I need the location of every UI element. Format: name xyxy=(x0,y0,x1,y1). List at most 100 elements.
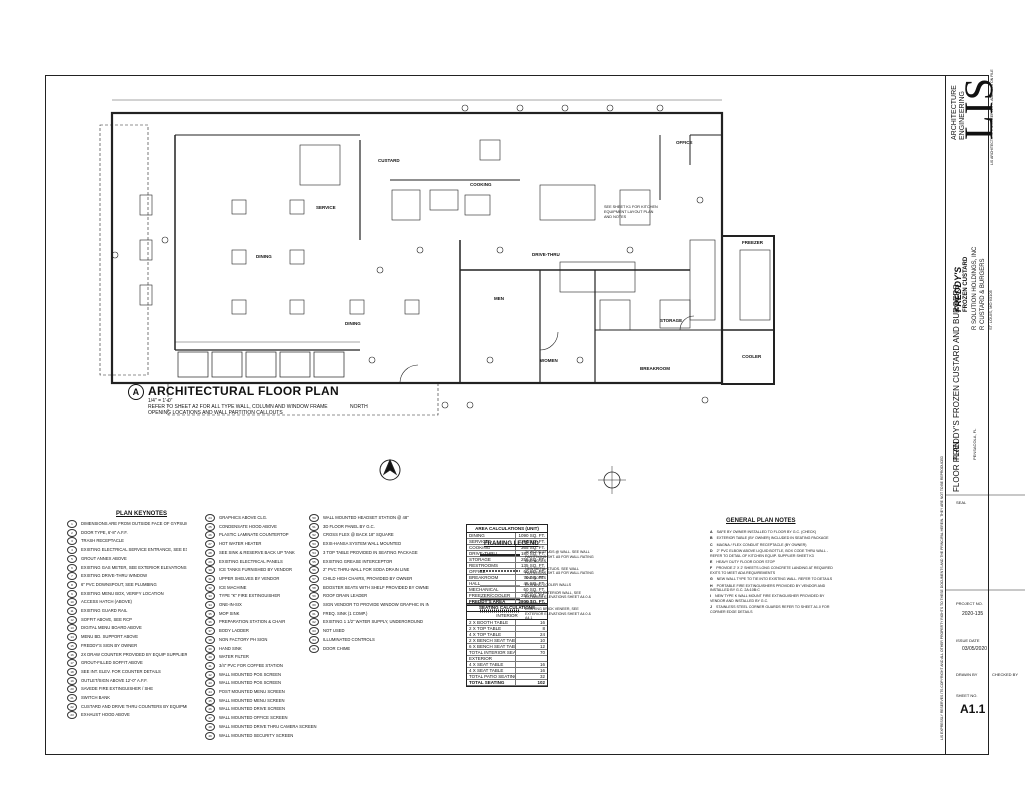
table-total-label: FREDDY'S AREA xyxy=(469,599,506,604)
keynote-item: 35 MOP SINK xyxy=(205,609,325,619)
table-cell-label: DRIVE-THRU xyxy=(469,551,497,556)
general-note-text: SAFE BY OWNER INSTALLED TO FLOOR BY G.C.… xyxy=(716,530,817,534)
general-note-text: EXTERIOR TABLE (BY OWNER) INCLUDED IN SE… xyxy=(716,536,829,541)
keynote-item: 30 ICE TANKS FURNISHED BY VENDOR xyxy=(205,566,325,575)
keynote-number: 63 xyxy=(309,627,319,636)
keynote-number: 4 xyxy=(67,546,77,555)
keynote-text: CUSTARD AND DRIVE THRU COUNTERS BY EQUIP… xyxy=(81,703,187,709)
project-no: 2020-135 xyxy=(962,611,984,617)
keynote-number: 30 xyxy=(205,566,215,575)
table-cell-value: 16 xyxy=(514,668,547,673)
table-cell-value: 365 SQ. FT. xyxy=(514,545,547,550)
general-note-letter: C xyxy=(710,542,713,547)
table-cell-label: TOTAL INTERIOR SEATS xyxy=(469,650,515,655)
project-no-label: PROJECT NO. xyxy=(956,601,983,606)
firm-address: LIS ARCHITECTURE ENGINEERING — ADDRESS O… xyxy=(990,69,994,165)
keynote-number: 60 xyxy=(309,601,319,610)
keynote-text: EXIS-HANSA SYSTEM WALL MOUNTED xyxy=(323,541,402,547)
keynote-number: 27 xyxy=(205,540,215,549)
general-note-text: PORTABLE FIRE EXTINGUISHERS PROVIDED BY … xyxy=(710,583,826,593)
keynote-number: 35 xyxy=(205,609,215,618)
keynote-number: 38 xyxy=(205,635,215,644)
keynote-text: DOOR CHIME xyxy=(323,645,351,651)
keynote-text: 2X DRAW COUNTER PROVIDED BY EQUIP SUPPLI… xyxy=(81,651,187,657)
table-cell-value: 180 SQ. FT. xyxy=(514,551,547,556)
table-cell-label: 2 X BENCH SEAT TABLE xyxy=(469,638,515,643)
room-label-dining: DINING xyxy=(256,254,272,259)
table-row: DRIVE-THRU 180 SQ. FT. xyxy=(467,551,547,557)
keynote-text: EXISTING MENU BOX, VERIFY LOCATION xyxy=(81,590,164,596)
issue-date: 03/05/2020 xyxy=(962,646,988,652)
keynote-number: 11 xyxy=(67,607,77,616)
general-note-letter: A xyxy=(710,530,713,534)
table-cell-value: 255 SQ. FT. xyxy=(514,557,547,562)
keynote-text: WALL MOUNTED DRIVE SCREEN xyxy=(219,706,285,712)
north-label: NORTH xyxy=(350,404,368,410)
keynote-number: 20 xyxy=(67,685,77,694)
table-cell-value: 250 SQ. FT. xyxy=(514,593,547,598)
keynotes-heading: PLAN KEYNOTES xyxy=(116,511,168,517)
framing-legend-item: EXISTING EXTERIOR WALL, SEE EXTERIOR ELE… xyxy=(525,590,591,604)
keynote-text: EXISTING ELECTRICAL PANELS xyxy=(219,558,283,564)
keynote-text: GRAPHICS ABOVE CLG. xyxy=(219,515,268,521)
keynote-text: 6" PVC DOWNSPOUT, SEE PLUMBING xyxy=(81,582,157,588)
room-label-women: WOMEN xyxy=(540,358,558,363)
client-name: R SOLUTION HOLDINGS, INC xyxy=(972,246,978,330)
keynote-text: OUTLET/SIGN ABOVE 12'-0" A.F.F. xyxy=(81,677,148,683)
keynote-number: 48 xyxy=(205,722,215,731)
seating-calculations-table: SEATING CALCULATIONS INTERIOR 2 X BOOTH … xyxy=(466,603,548,687)
building-outline xyxy=(110,111,724,385)
table-cell-label: MECHANICAL xyxy=(469,587,499,592)
keynote-text: WALL MOUNTED HEADSET STATION @ 48" xyxy=(323,515,409,521)
keynote-number: 32 xyxy=(205,583,215,592)
keynote-text: ICE MACHINE xyxy=(219,584,247,590)
keynote-number: 22 xyxy=(67,702,77,711)
table-cell-value: 12 xyxy=(514,644,547,649)
keynote-text: NON FACTORY PH SIGN xyxy=(219,636,268,642)
table-row: 2 X BENCH SEAT TABLE10 xyxy=(467,638,547,644)
framing-legend-item: NEW METAL STUDS. SEE WALL PARTITIONS SHT… xyxy=(525,566,594,580)
table-row: EXTERIOR xyxy=(467,656,547,662)
keynote-item: 22 CUSTARD AND DRIVE THRU COUNTERS BY EQU… xyxy=(67,702,187,712)
keynote-number: 64 xyxy=(309,635,319,644)
table-cell-value xyxy=(514,656,547,661)
keynote-number: 47 xyxy=(205,714,215,723)
keynote-text: GROUT ANNEX ABOVE xyxy=(81,555,127,561)
keynote-number: 61 xyxy=(309,609,319,618)
keynote-text: ROOF DRAIN LEADER xyxy=(323,593,368,599)
general-note-letter: F xyxy=(710,566,713,571)
keynote-text: ICE TANKS FURNISHED BY VENDOR xyxy=(219,567,293,573)
keynote-number: 51 xyxy=(309,522,319,531)
plan-title-text: ARCHITECTURAL FLOOR PLAN xyxy=(148,384,339,398)
keynote-text: EXISTING GUARD RAIL xyxy=(81,608,128,614)
keynote-text: MOP SINK xyxy=(219,610,240,616)
keynote-number: 8 xyxy=(67,580,77,589)
general-note-letter: J xyxy=(710,605,712,610)
keynote-text: WALL MOUNTED SECURITY SCREEN xyxy=(219,732,294,738)
